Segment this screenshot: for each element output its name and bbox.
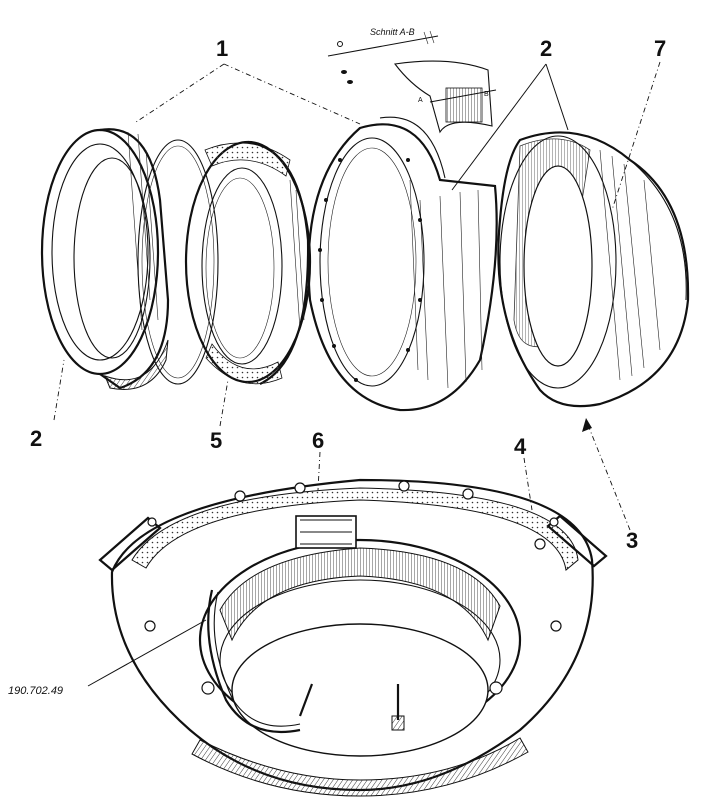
callout-2-left: 2 bbox=[30, 426, 42, 451]
callout-5: 5 bbox=[210, 428, 222, 453]
cover-housing bbox=[497, 131, 690, 408]
section-marker-a: A bbox=[418, 97, 423, 104]
gasket-ring bbox=[137, 139, 219, 385]
toothed-housing-shell bbox=[307, 116, 498, 412]
callout-7: 7 bbox=[654, 36, 666, 61]
section-detail-piece bbox=[394, 60, 497, 134]
section-cut-line bbox=[327, 30, 439, 84]
callout-4: 4 bbox=[514, 434, 527, 459]
figure-code: 190.702.49 bbox=[8, 685, 63, 697]
outer-flange-ring bbox=[40, 128, 170, 390]
callout-2-top: 2 bbox=[540, 36, 552, 61]
leader-lines-top bbox=[53, 61, 661, 531]
perforated-bearing-ring bbox=[184, 140, 312, 385]
section-marker-b: B bbox=[484, 91, 489, 98]
section-label: Schnitt A-B bbox=[370, 27, 415, 37]
callout-6: 6 bbox=[312, 428, 324, 453]
leader-lines-bottom bbox=[87, 451, 533, 687]
callout-1: 1 bbox=[216, 36, 228, 61]
assembled-stator-housing bbox=[98, 478, 608, 797]
callout-3: 3 bbox=[626, 528, 638, 553]
